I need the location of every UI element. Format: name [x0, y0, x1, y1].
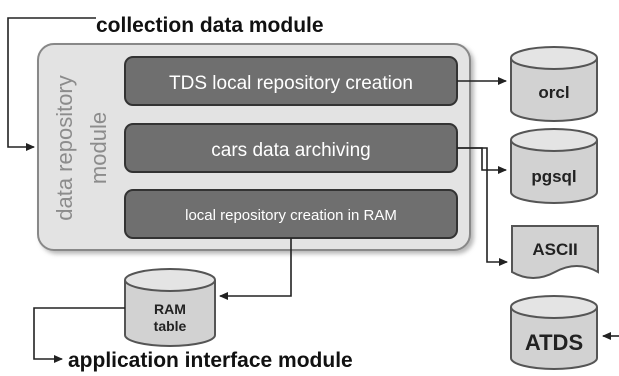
- orcl-label: orcl: [538, 83, 569, 102]
- collection-data-module-title: collection data module: [96, 14, 324, 37]
- repository-label-line2: module: [86, 112, 111, 184]
- pgsql-database: pgsql: [510, 128, 598, 204]
- ascii-label: ASCII: [532, 240, 577, 259]
- ascii-file: ASCII: [511, 225, 599, 279]
- repository-label-line1: data repository: [52, 75, 77, 221]
- step-label-tds: TDS local repository creation: [169, 73, 413, 94]
- atds-label: ATDS: [525, 330, 583, 355]
- connector-ram-step-to-ram-table: [219, 238, 292, 300]
- ram-table-label-line1: RAM: [154, 301, 186, 317]
- pgsql-label: pgsql: [531, 167, 576, 186]
- step-label-cars: cars data archiving: [211, 140, 370, 161]
- application-interface-module-title: application interface module: [68, 349, 353, 372]
- step-label-ram: local repository creation in RAM: [185, 207, 397, 224]
- connector-ram-table-to-app-interface: [33, 307, 125, 363]
- ram-table-database: RAM table: [124, 268, 216, 347]
- ram-table-label-line2: table: [154, 318, 187, 334]
- repository-module-label: data repository module: [52, 75, 111, 221]
- input-connector-top: [7, 17, 96, 151]
- orcl-database: orcl: [510, 46, 598, 122]
- atds-database: ATDS: [510, 295, 598, 370]
- connector-cars-to-ascii: [457, 147, 508, 266]
